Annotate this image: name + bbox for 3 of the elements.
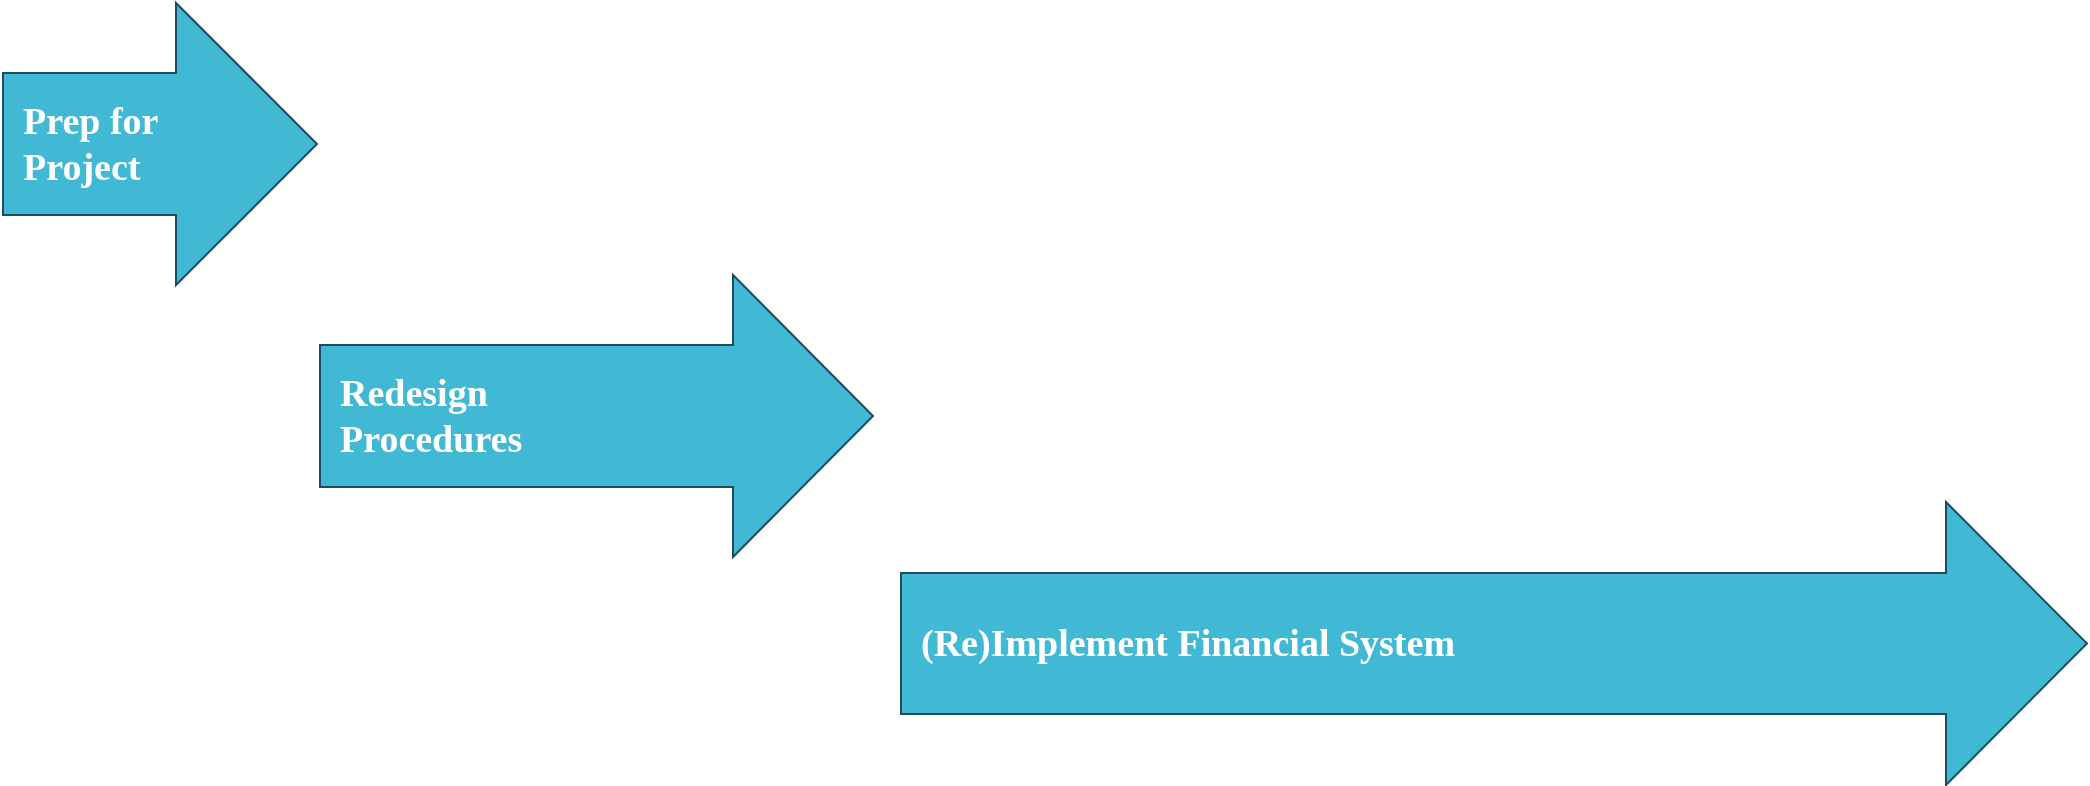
step-label: Prep for Project xyxy=(23,98,159,190)
step-label: Redesign Procedures xyxy=(340,370,524,462)
step-label: (Re)Implement Financial System xyxy=(921,621,1457,667)
